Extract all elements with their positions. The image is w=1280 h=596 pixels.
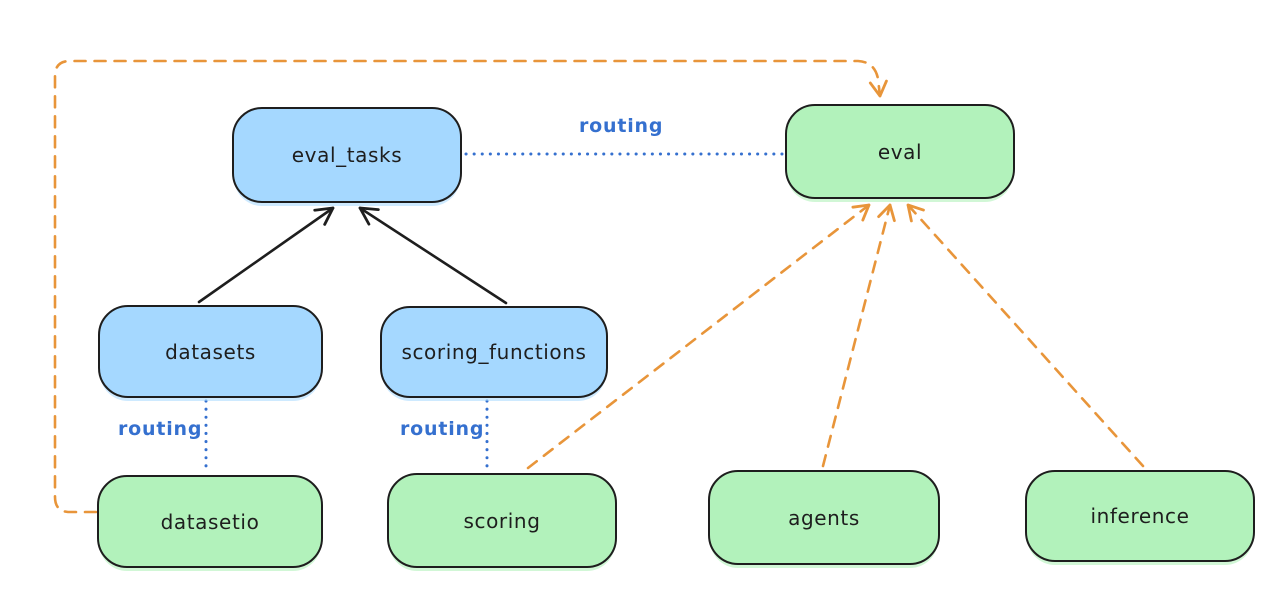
node-agents-label: agents — [788, 505, 860, 530]
edge-datasetio-to-eval — [53, 59, 888, 514]
routing-label-scoring-functions-scoring: routing — [400, 418, 485, 440]
node-datasetio-label: datasetio — [160, 509, 260, 534]
node-scoring: scoring — [387, 473, 617, 568]
node-agents: agents — [708, 470, 940, 565]
node-inference: inference — [1025, 470, 1255, 562]
node-eval-label: eval — [877, 139, 923, 164]
node-inference-label: inference — [1090, 504, 1190, 528]
edge-scoring-to-eval — [526, 203, 871, 470]
node-eval-tasks: eval_tasks — [232, 107, 462, 203]
node-scoring-functions: scoring_functions — [380, 306, 608, 398]
node-scoring-functions-label: scoring_functions — [401, 340, 587, 364]
edge-inference-to-eval — [906, 203, 1145, 468]
node-scoring-label: scoring — [463, 508, 541, 533]
routing-label-datasets-datasetio: routing — [118, 418, 203, 440]
node-datasets-label: datasets — [165, 339, 256, 364]
node-datasets: datasets — [98, 305, 323, 398]
edge-datasets-to-eval-tasks — [197, 206, 335, 304]
edge-agents-to-eval — [821, 203, 896, 468]
routing-label-eval-tasks-eval: routing — [579, 115, 664, 137]
node-datasetio: datasetio — [97, 475, 323, 568]
edge-scoring-functions-to-eval-tasks — [358, 206, 508, 305]
node-eval: eval — [785, 104, 1015, 199]
node-eval-tasks-label: eval_tasks — [291, 143, 403, 167]
